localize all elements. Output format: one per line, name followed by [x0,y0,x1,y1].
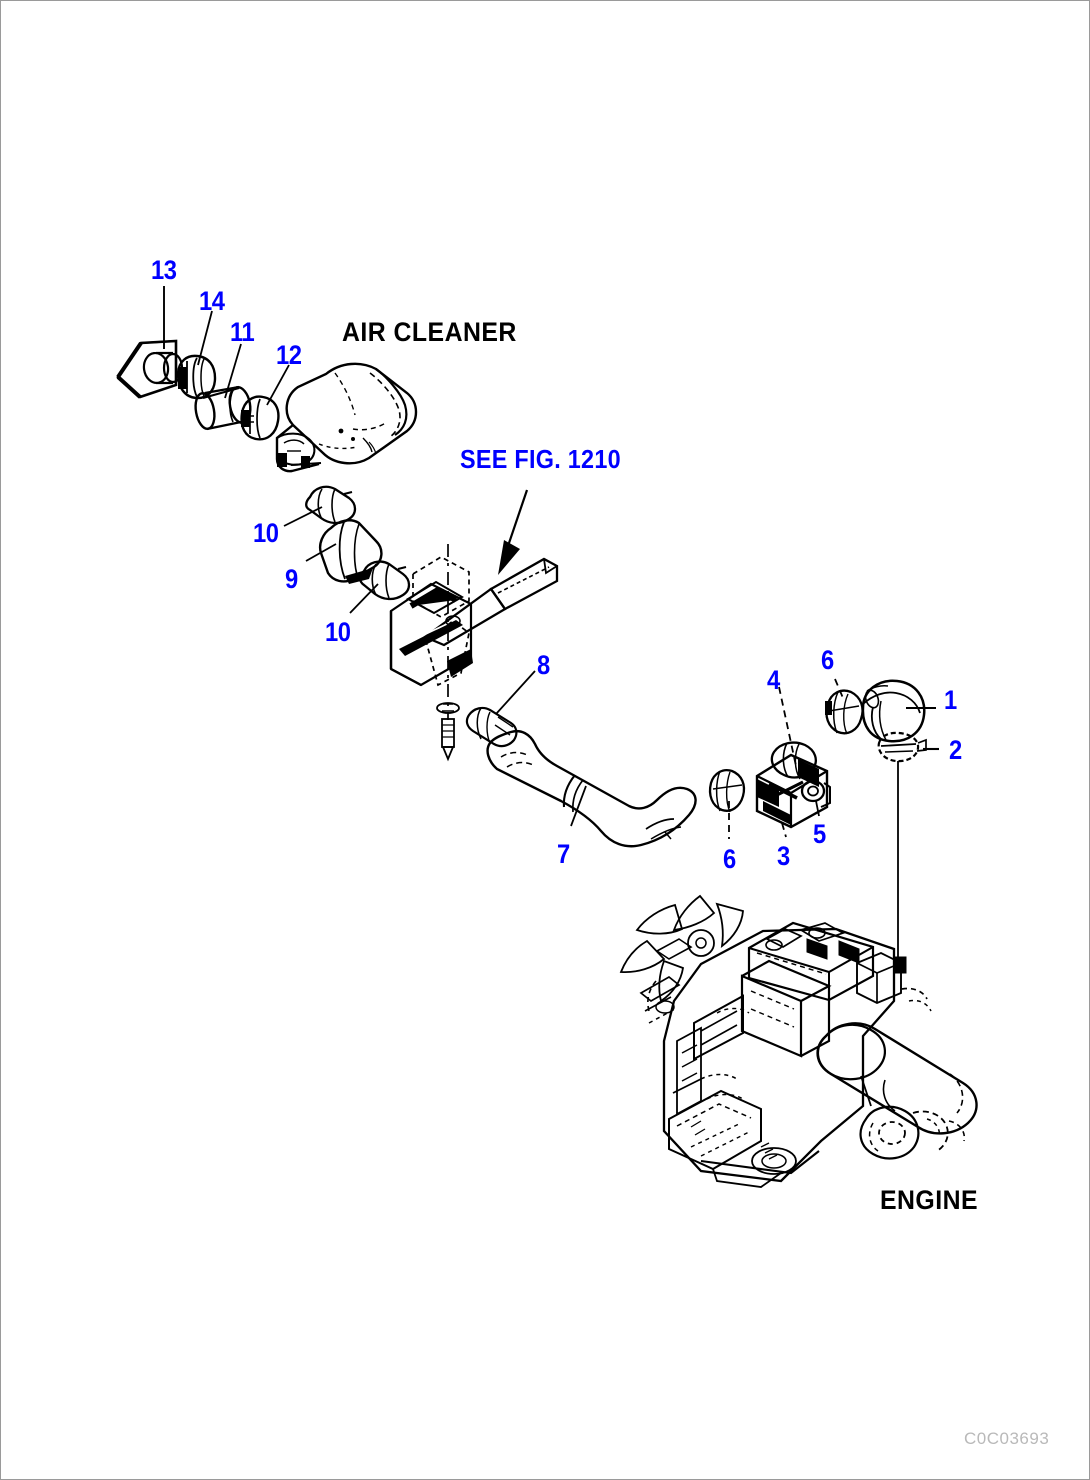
callout-1[interactable]: 1 [944,685,957,715]
see-fig-1210-arrow [498,489,529,575]
leader-7 [570,785,587,827]
part-2-plug [877,731,927,763]
part-3-4-5-intake-connector [755,741,831,829]
leader-12 [266,364,290,406]
part-10-clamp-lower [359,560,411,601]
leader-10-lower [349,583,379,614]
callout-5[interactable]: 5 [813,819,826,849]
part-6-clamp-left [708,769,746,813]
part-1-inlet-cap [861,679,926,743]
callout-2[interactable]: 2 [949,735,962,765]
callout-8[interactable]: 8 [537,650,550,680]
callout-11[interactable]: 11 [230,317,255,347]
heading-engine: ENGINE [880,1185,979,1215]
callout-6-upper[interactable]: 6 [821,645,834,675]
leader-3 [781,822,787,838]
callout-7[interactable]: 7 [557,839,570,869]
callout-3[interactable]: 3 [777,841,790,871]
engine-illustration [619,894,978,1188]
air-cleaner-canister [275,362,418,473]
leader-9 [305,543,337,562]
part-6-clamp-upper [825,689,864,735]
mounting-bracket-assembly [389,544,559,762]
part-7-intake-hose [486,730,697,848]
part-8-bolt [465,706,518,748]
callout-6-left[interactable]: 6 [723,844,736,874]
leader-6-upper [834,678,844,699]
part-12-clamp [240,395,280,441]
document-id: C0C03693 [964,1429,1050,1448]
leader-14 [197,310,213,366]
part-13-air-inlet-duct [116,339,184,399]
leader-5 [815,800,820,817]
callout-12[interactable]: 12 [276,340,302,370]
leader-10-upper [283,506,323,527]
part-10-clamp-upper [305,485,357,525]
callout-10-upper[interactable]: 10 [253,518,279,548]
callout-9[interactable]: 9 [285,564,298,594]
callout-13[interactable]: 13 [151,255,177,285]
callout-4[interactable]: 4 [767,665,780,695]
callout-10-lower[interactable]: 10 [325,617,351,647]
leader-4 [778,686,797,767]
see-fig-1210-label[interactable]: SEE FIG. 1210 [460,444,621,474]
heading-air-cleaner: AIR CLEANER [342,317,517,347]
leader-8 [495,670,536,715]
mounting-bolt [436,702,460,762]
leader-11 [224,343,242,399]
callout-14[interactable]: 14 [199,286,225,316]
